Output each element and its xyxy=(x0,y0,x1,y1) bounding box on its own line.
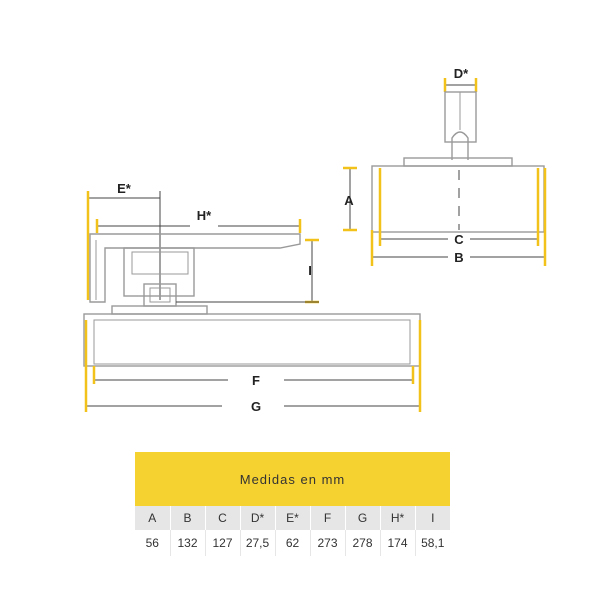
value-cell: 278 xyxy=(345,530,381,556)
header-cell: H* xyxy=(380,506,416,530)
value-cell: 174 xyxy=(380,530,416,556)
label-e-star: E* xyxy=(117,181,132,196)
header-cell: I xyxy=(415,506,450,530)
header-cell: G xyxy=(345,506,381,530)
measurements-table: A B C D* E* F G H* I 56 132 127 27,5 62 … xyxy=(135,506,450,556)
header-cell: E* xyxy=(275,506,311,530)
value-cell: 273 xyxy=(310,530,346,556)
label-d-star: D* xyxy=(454,66,469,81)
label-f: F xyxy=(252,373,260,388)
label-a: A xyxy=(344,193,354,208)
header-cell: C xyxy=(205,506,241,530)
value-cell: 132 xyxy=(170,530,206,556)
value-cell: 62 xyxy=(275,530,311,556)
label-b: B xyxy=(454,250,463,265)
label-i: I xyxy=(308,263,312,278)
label-g: G xyxy=(251,399,261,414)
table-title: Medidas en mm xyxy=(135,452,450,506)
value-cell: 56 xyxy=(135,530,171,556)
header-cell: B xyxy=(170,506,206,530)
measurements-table-panel: Medidas en mm A B C D* E* F G H* I 56 13… xyxy=(135,452,450,556)
header-cell: F xyxy=(310,506,346,530)
value-cell: 58,1 xyxy=(421,536,445,550)
label-c: C xyxy=(454,232,464,247)
value-cell: 127 xyxy=(205,530,241,556)
front-view xyxy=(83,191,422,412)
door-closer-technical-drawing: D* A E* H* C B I F G xyxy=(83,66,547,414)
header-row: A B C D* E* F G H* I xyxy=(135,506,450,530)
header-cell: A xyxy=(135,506,171,530)
value-cell: 27,5 xyxy=(240,530,276,556)
label-h-star: H* xyxy=(197,208,212,223)
values-row: 56 132 127 27,5 62 273 278 174 58,1 xyxy=(135,530,450,556)
header-cell: D* xyxy=(240,506,276,530)
side-view xyxy=(343,78,547,266)
